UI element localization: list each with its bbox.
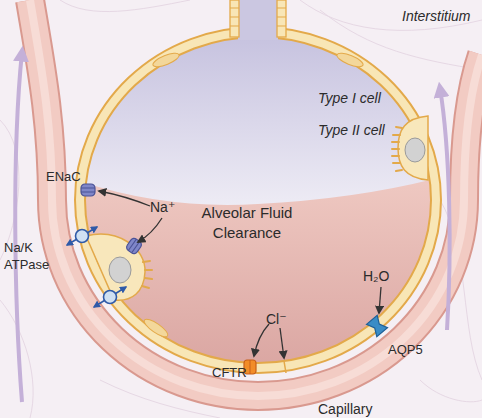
microvillus: [393, 162, 400, 164]
pump-symbol: [76, 230, 89, 243]
node-text: Capillary: [318, 400, 372, 418]
region-label: Interstitium: [402, 7, 470, 25]
cell-border: [230, 26, 239, 27]
exchange-arrow: [67, 227, 97, 245]
channel-label: AQP5: [388, 342, 423, 359]
fiber: [60, 0, 190, 12]
blood-flow-arrow: [15, 52, 22, 402]
enac-channel: [81, 184, 95, 196]
microvillus: [392, 148, 399, 150]
alveolus-shape: [74, 26, 442, 374]
node-text: Alveolar Fluid Clearance: [197, 203, 297, 242]
microvillus: [396, 127, 402, 128]
cell-label: Type I cell: [318, 89, 381, 107]
cell-border: [277, 17, 286, 18]
epithelium-cells: [80, 32, 436, 368]
molecule-label: H₂O: [363, 267, 389, 285]
fiber: [420, 380, 482, 402]
ion-label: Cl⁻: [266, 310, 287, 328]
cell-border: [230, 8, 239, 9]
alveolus: Alveolar Fluid Clearance: [74, 26, 442, 374]
pump-symbol: [104, 291, 117, 304]
channel-pore: [250, 360, 251, 374]
airway-wall: [230, 0, 239, 37]
cell-nucleus: [109, 257, 131, 283]
airway-wall: [277, 0, 286, 37]
cell-label: Type II cell: [318, 121, 385, 139]
microvillus: [145, 278, 152, 279]
microvillus: [143, 261, 150, 262]
capillary-lumen: [30, 0, 482, 396]
epithelium-outline: [80, 32, 436, 368]
channel-label: ENaC: [46, 169, 81, 186]
channel-subunit: [81, 188, 95, 189]
cell-border: [277, 8, 286, 9]
capillary-highlight: [30, 0, 482, 396]
microvillus: [145, 269, 152, 271]
airway-cells: [230, 8, 286, 26]
microvillus: [396, 170, 402, 171]
pump-label: Na/K ATPase: [4, 240, 56, 274]
channel-subunit: [132, 241, 140, 252]
airway-lumen: [238, 0, 278, 40]
cell-nucleus: [405, 138, 425, 162]
capillary-wall: [30, 0, 482, 396]
channel-body: [81, 184, 95, 196]
channel-subunit: [81, 192, 95, 193]
microvillus: [392, 155, 399, 157]
channel-label: CFTR: [212, 365, 247, 382]
ion-label: Na⁺: [150, 198, 175, 216]
cell-border: [230, 17, 239, 18]
cell-border: [277, 26, 286, 27]
microvillus: [393, 134, 400, 136]
microvillus: [392, 141, 399, 143]
